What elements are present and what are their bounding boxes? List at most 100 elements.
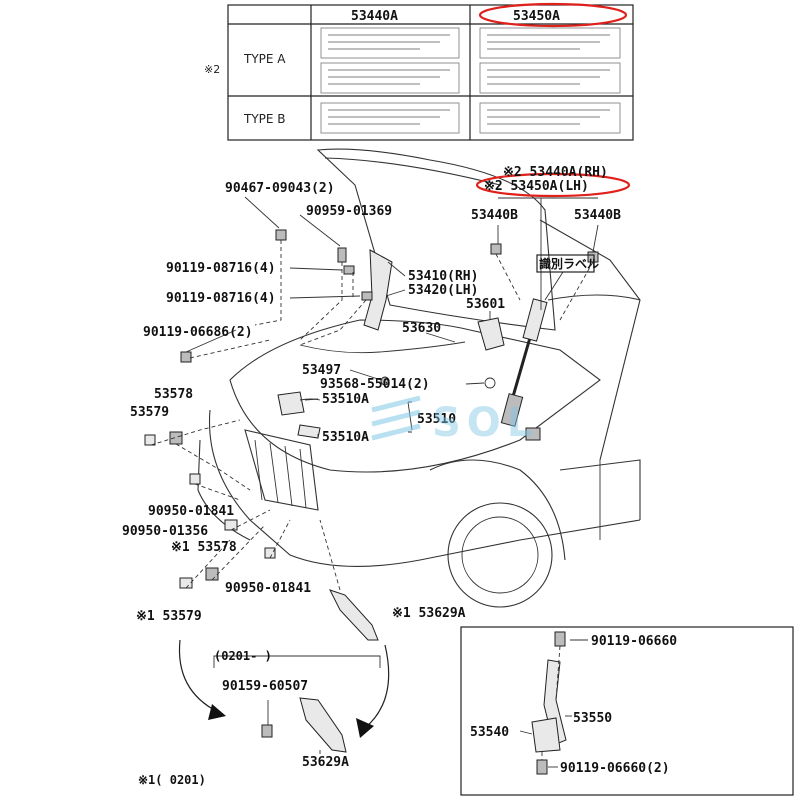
inset-part-53540 [531,717,561,753]
callout-53510: 53510 [417,412,456,427]
callout-90467: 90467-09043(2) [225,181,335,196]
callout-53440b-right: 53440B [574,208,621,223]
callout-90950-01841-a: 90950-01841 [148,504,234,519]
label-image-a2 [320,62,460,94]
callout-53630: 53630 [402,321,441,336]
callout-53579: 53579 [130,405,169,420]
label-image-b3 [479,102,621,134]
inset-bolt-bottom [536,759,548,775]
inset-callout-90119-06660-top: 90119-06660 [591,634,677,649]
callout-lh-spec: ※2 53450A(LH) [484,179,589,194]
screw-90159 [261,724,273,738]
clip-93568 [484,377,496,389]
inset-detail: 90119-06660 53550 53540 90119-06660(2) [460,626,794,796]
spec-table: 53440A 53450A TYPE A TYPE B ※2 [204,2,634,141]
callout-rh-spec: ※2 53440A(RH) [503,165,608,180]
hood-hinge [363,249,393,331]
cowl-line [547,294,641,301]
label-image-b2 [479,62,621,94]
stud-53440b-left [490,243,502,255]
callout-53629a: 53629A [302,755,349,770]
callout-53440b-left: 53440B [471,208,518,223]
hood-lock-lower [297,424,321,439]
callout-53410: 53410(RH) [408,269,478,284]
cushion-53579-note [179,577,193,589]
callout-labels: ※2 53440A(RH) ※2 53450A(LH) 53440B 53440… [122,165,621,787]
table-frame [227,4,634,141]
callout-53601: 53601 [466,297,505,312]
arrow-left [178,639,219,713]
highlight-oval-table [478,2,628,28]
watermark-text: SOL [432,400,538,446]
callout-date-range: (0201- ) [214,649,272,663]
front-wheel [447,502,553,608]
side-body-line [559,459,641,520]
hood-lock [277,391,305,416]
grille-bars [254,439,307,509]
arrow-left-head [208,704,226,720]
callout-53629a-note: ※1 53629A [392,606,466,621]
table-header-53450a: 53450A [513,9,560,24]
callout-53510a-bottom: 53510A [322,430,369,445]
arrow-right-head [356,718,374,738]
inset-callout-53540: 53540 [470,725,509,740]
front-body-line [208,409,641,567]
label-image-b1 [479,27,621,59]
label-image-a1 [320,27,460,59]
bumper-line [197,439,251,541]
front-wheel-rim [461,516,539,594]
cushion-90950-01841-b [264,547,276,559]
callout-90119-06686: 90119-06686(2) [143,325,253,340]
inset-frame [460,626,794,796]
windshield-line [539,219,641,461]
bolt-90119-08716-a [343,265,355,275]
engine-bay-rim [229,319,601,473]
seal-53629a-upper [329,589,379,641]
inset-dash-1 [555,645,561,701]
label-tag-box [536,254,595,273]
callout-90959: 90959-01369 [306,204,392,219]
inset-bolt-top [554,631,566,647]
table-header-53440a: 53440A [351,9,398,24]
callout-53579-note: ※1 53579 [136,609,202,624]
bolt-90467 [275,229,287,241]
row-label-type-a: TYPE A [243,52,286,66]
footnote-date: ※1( 0201) [138,773,206,787]
callout-90119-08716-b: 90119-08716(4) [166,291,276,306]
flow-arrows [178,639,390,738]
arrow-right [364,644,390,729]
vehicle-outline [197,148,641,608]
wheel-arch [429,459,566,561]
callout-53578-note: ※1 53578 [171,540,237,555]
hood-support-cylinder [500,393,524,427]
callout-53578: 53578 [154,387,193,402]
strut-lower-mount [525,427,541,441]
callout-90159: 90159-60507 [222,679,308,694]
callout-label-tag: 識別ラベル [539,256,599,271]
hood-support-upper [522,298,548,342]
highlight-oval-lh [475,172,631,198]
cushion-90950-01841-a [189,473,201,485]
release-cable [299,341,466,354]
row-label-type-b: TYPE B [243,112,286,126]
callout-53420: 53420(LH) [408,283,478,298]
inset-leader-53540 [519,730,533,735]
clip-53578 [169,431,183,445]
inset-callout-53550: 53550 [573,711,612,726]
stopper-53497 [380,376,390,386]
callout-90950-01356: 90950-01356 [122,524,208,539]
hood-edge-line [324,157,501,186]
cushion-53579 [144,434,156,446]
parts [144,229,599,753]
bolt-90119-06686 [180,351,192,363]
callout-90950-01841-b: 90950-01841 [225,581,311,596]
callout-90119-08716-a: 90119-08716(4) [166,261,276,276]
bolt-90119-08716-b [361,291,373,301]
callout-53510a-top: 53510A [322,392,369,407]
inset-callout-90119-06660-bottom: 90119-06660(2) [560,761,670,776]
bolt-90959 [337,247,347,263]
leader-lines [150,196,599,754]
bracket-53601 [477,317,505,351]
